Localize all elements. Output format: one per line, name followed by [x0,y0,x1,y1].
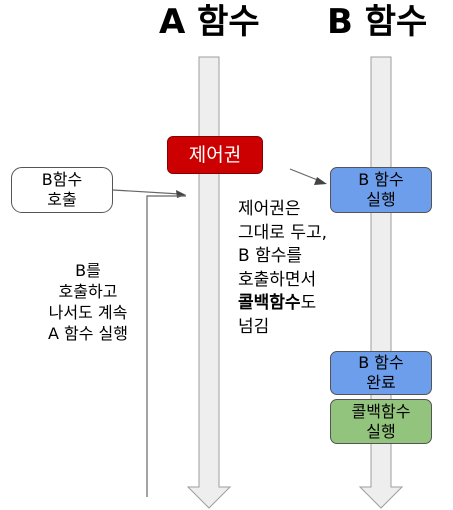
title-b-function: B 함수 [327,2,428,42]
callback-suffix: 도 [300,293,317,313]
left-note-line: B를 [75,261,101,280]
title-a-function: A 함수 [159,2,260,42]
callback-emphasis: 콜백함수 [238,293,301,313]
right-note-line: B 함수를 [238,246,302,266]
call-b-box: B함수 호출 [11,167,113,213]
control-box: 제어권 [167,136,263,174]
control-arrowhead [314,177,327,185]
call-arrowhead [176,190,186,198]
left-note: B를 호출하고 나서도 계속 A 함수 실행 [38,260,138,344]
call-arrow-line [112,189,181,195]
continue-line [146,195,186,497]
control-arrow-line [289,168,321,182]
left-note-line: A 함수 실행 [48,324,128,343]
right-note-line: 그대로 두고, [238,222,328,243]
left-note-line: 호출하고 [58,282,118,301]
callback-box: 콜백함수 실행 [330,399,432,444]
right-note-line: 제어권은 [238,199,301,219]
run-b-box: B 함수 실행 [330,167,432,213]
left-note-line: 나서도 계속 [48,303,128,322]
timeline-arrow-b [358,56,404,509]
right-note-line: 넘김 [238,316,270,337]
right-note-line: 호출하면서 [238,269,317,290]
right-note-line: 콜백함수도 [238,292,327,316]
timeline-arrow-a [186,56,232,509]
right-note: 제어권은 그대로 두고, B 함수를 호출하면서 콜백함수도 넘김 [238,198,327,339]
done-b-box: B 함수 완료 [330,351,432,395]
